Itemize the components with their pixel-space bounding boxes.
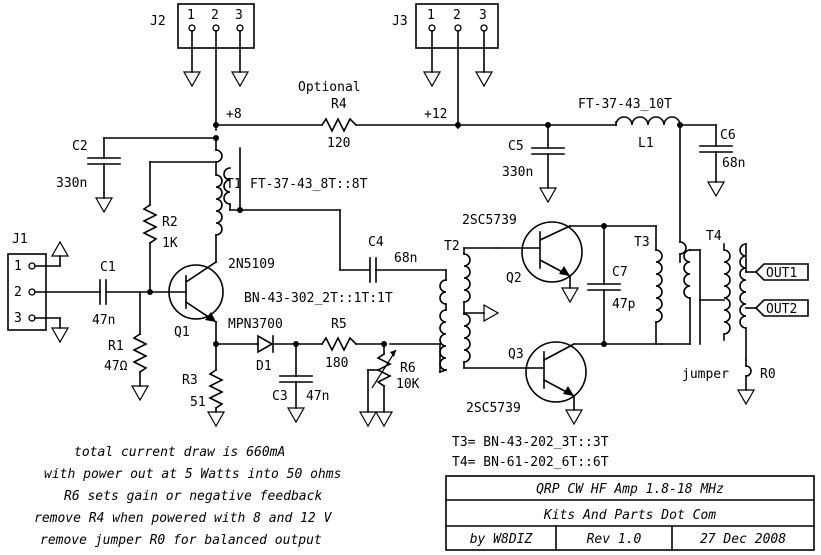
- q3-type: 2SC5739: [466, 401, 521, 416]
- company-text: Kits And Parts Dot Com: [543, 508, 716, 523]
- q2-type: 2SC5739: [462, 213, 517, 228]
- t3-spec: T3= BN-43-202_3T::3T: [452, 435, 609, 450]
- out1-label: OUT1: [766, 266, 797, 281]
- q3-label: Q3: [508, 347, 524, 362]
- r2-label: R2: [162, 215, 178, 230]
- title-text: QRP CW HF Amp 1.8-18 MHz: [536, 482, 724, 497]
- note-4: remove R4 when powered with 8 and 12 V: [34, 511, 333, 526]
- title-block: QRP CW HF Amp 1.8-18 MHz Kits And Parts …: [445, 475, 815, 551]
- t4-spec: T4= BN-61-202_6T::6T: [452, 455, 609, 470]
- note-1: total current draw is 660mA: [74, 445, 285, 460]
- c4-label: C4: [368, 235, 384, 250]
- j1-pin2: 2: [14, 285, 22, 300]
- r1-value: 47Ω: [104, 359, 128, 374]
- d1-label: D1: [256, 359, 272, 374]
- q1-label: Q1: [174, 325, 190, 340]
- note-5: remove jumper R0 for balanced output: [40, 533, 322, 548]
- c1-value: 47n: [92, 313, 115, 328]
- r5-value: 180: [325, 356, 348, 371]
- c4-value: 68n: [394, 251, 417, 266]
- j2-pin2: 2: [211, 8, 219, 23]
- j2-pin3: 3: [235, 8, 243, 23]
- c1-label: C1: [100, 260, 116, 275]
- rev-text: Rev 1.0: [587, 532, 642, 547]
- c2-label: C2: [72, 139, 88, 154]
- jumper-label: jumper: [682, 367, 729, 382]
- r4-value: 120: [327, 136, 350, 151]
- j3-connector: 1 2 3 J3: [392, 3, 499, 129]
- c7-value: 47p: [612, 297, 636, 312]
- j3-pin3: 3: [479, 8, 487, 23]
- t1-label: T1: [226, 177, 242, 192]
- q2-label: Q2: [506, 271, 522, 286]
- r6-value: 10K: [396, 377, 420, 392]
- j1-label: J1: [12, 232, 28, 247]
- mpn3700-label: MPN3700: [228, 317, 283, 332]
- r1-label: R1: [108, 339, 124, 354]
- j2-label: J2: [150, 14, 166, 29]
- j2-connector: 1 2 3 J2: [150, 3, 255, 131]
- r4-label: R4: [331, 97, 347, 112]
- c6-value: 68n: [722, 156, 745, 171]
- l1-core: FT-37-43_10T: [578, 97, 672, 112]
- author-text: by W8DIZ: [470, 532, 534, 547]
- note-2: with power out at 5 Watts into 50 ohms: [44, 467, 341, 482]
- j3-label: J3: [392, 14, 408, 29]
- q1-type: 2N5109: [228, 257, 275, 272]
- optional-label: Optional: [298, 80, 361, 95]
- plus12-label: +12: [424, 107, 447, 122]
- r5-label: R5: [331, 317, 347, 332]
- j1-pin1: 1: [14, 259, 22, 274]
- r2-value: 1K: [162, 236, 178, 251]
- c6-label: C6: [720, 128, 736, 143]
- t2-label: T2: [444, 239, 460, 254]
- j3-pin1: 1: [427, 8, 435, 23]
- note-3: R6 sets gain or negative feedback: [64, 489, 322, 504]
- c7-label: C7: [612, 265, 628, 280]
- j1-pin3: 3: [14, 311, 22, 326]
- c3-label: C3: [272, 389, 288, 404]
- j2-pin1: 1: [187, 8, 195, 23]
- t4-label: T4: [706, 229, 722, 244]
- r3-label: R3: [182, 373, 198, 388]
- out2-label: OUT2: [766, 302, 797, 317]
- c3-value: 47n: [306, 389, 329, 404]
- r0-label: R0: [760, 367, 776, 382]
- l1-label: L1: [638, 136, 654, 151]
- r6-label: R6: [400, 361, 416, 376]
- date-text: 27 Dec 2008: [700, 532, 786, 547]
- c5-label: C5: [508, 139, 524, 154]
- t3-label: T3: [634, 235, 650, 250]
- notes-block: total current draw is 660mA with power o…: [34, 445, 341, 548]
- c2-value: 330n: [56, 176, 87, 191]
- t2-core: BN-43-302_2T::1T:1T: [244, 291, 393, 306]
- r3-value: 51: [190, 395, 206, 410]
- c5-value: 330n: [502, 165, 533, 180]
- j3-pin2: 2: [453, 8, 461, 23]
- t1-core: FT-37-43_8T::8T: [250, 177, 368, 192]
- plus8-label: +8: [226, 107, 242, 122]
